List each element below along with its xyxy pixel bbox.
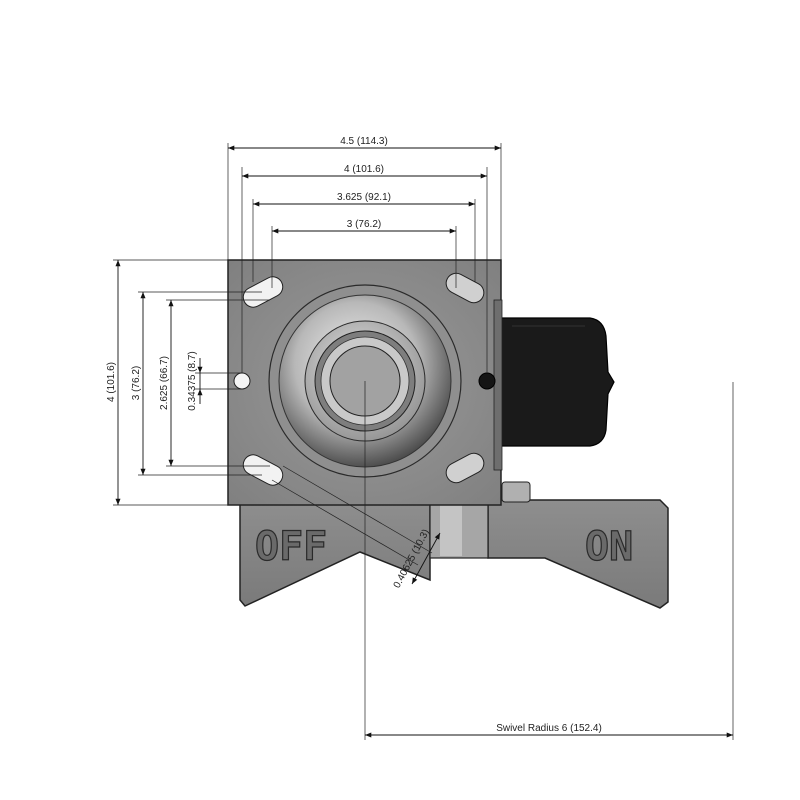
dim-label-swivel-radius: Swivel Radius 6 (152.4) xyxy=(496,723,602,734)
dim-label-3-625: 3.625 (92.1) xyxy=(337,192,391,203)
brake-on-label: ON xyxy=(585,524,633,570)
bolt-hole-left xyxy=(233,372,251,390)
wheel-tread xyxy=(497,317,615,447)
mount-slot-top-right xyxy=(445,272,485,304)
dim-label-3: 3 (76.2) xyxy=(347,219,381,230)
dim-label-4-5: 4.5 (114.3) xyxy=(340,136,388,147)
brake-stem-highlight xyxy=(440,502,462,556)
horizontal-dimensions: 4.5 (114.3) 4 (101.6) 3.625 (92.1) 3 (76… xyxy=(228,136,733,738)
mount-slot-bottom-left xyxy=(242,454,284,486)
vertical-dimensions: 4 (101.6) 3 (76.2) 2.625 (66.7) 0.34375 … xyxy=(106,260,203,505)
brake-pedal xyxy=(239,481,669,609)
dim-label-h-3: 3 (76.2) xyxy=(131,366,142,400)
brake-off-label: OFF xyxy=(255,524,327,570)
wheel xyxy=(497,317,615,447)
dim-label-h-0-34375: 0.34375 (8.7) xyxy=(187,351,198,411)
brake-tab xyxy=(501,481,531,503)
dim-label-h-2-625: 2.625 (66.7) xyxy=(159,356,170,410)
mount-slot-bottom-right xyxy=(445,452,485,484)
brake-on-wing xyxy=(487,499,669,609)
bolt-hole-right xyxy=(478,372,496,390)
mount-slot-top-left xyxy=(242,276,284,308)
dim-label-4: 4 (101.6) xyxy=(344,164,384,175)
dim-label-h-4: 4 (101.6) xyxy=(106,362,117,402)
extension-lines xyxy=(113,143,734,740)
